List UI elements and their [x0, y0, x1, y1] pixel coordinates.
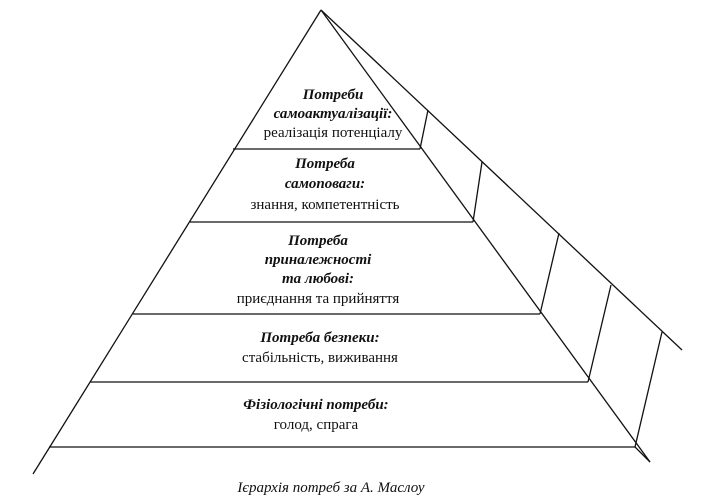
side-line-2 — [472, 161, 483, 223]
pyramid-base-side — [634, 446, 651, 463]
tier-2-title-line-2: самоповаги: — [285, 176, 365, 192]
tier-esteem: Потреба самоповаги: знання, компетентніс… — [250, 156, 399, 213]
side-line-4 — [587, 284, 612, 383]
tier-3-description: приєднання та прийняття — [237, 291, 400, 307]
side-line-3 — [539, 232, 560, 315]
tier-separators — [90, 148, 588, 383]
tier-3-title-line-2: приналежності — [265, 252, 372, 268]
tier-3-title-line-1: Потреба — [287, 233, 348, 249]
side-line-1 — [419, 109, 429, 150]
tier-5-title: Фізіологічні потреби: — [243, 397, 388, 413]
tier-5-description: голод, спрага — [274, 417, 359, 433]
tier-2-title-line-1: Потреба — [294, 156, 355, 172]
tier-1-description: реалізація потенціалу — [264, 125, 403, 141]
tier-physiological: Фізіологічні потреби: голод, спрага — [243, 397, 388, 433]
tier-2-description: знання, компетентність — [250, 197, 399, 213]
tier-self-actualization: Потреби самоактуалізації: реалізація пот… — [264, 87, 403, 141]
tier-1-title-line-2: самоактуалізації: — [274, 106, 393, 122]
tier-3-title-line-3: та любові: — [282, 271, 354, 287]
pyramid-back-right-edge — [320, 9, 683, 351]
pyramid-front-right-edge — [320, 9, 651, 463]
pyramid-left-edge — [32, 9, 322, 475]
figure-caption: Ієрархія потреб за А. Маслоу — [236, 480, 424, 496]
tier-belonging: Потреба приналежності та любові: приєдна… — [237, 233, 400, 307]
tier-4-title: Потреба безпеки: — [259, 330, 379, 346]
tier-1-title-line-1: Потреби — [302, 87, 364, 103]
side-face-lines — [419, 109, 663, 448]
side-line-5 — [634, 331, 663, 448]
tier-safety: Потреба безпеки: стабільність, виживання — [242, 330, 398, 366]
tier-4-description: стабільність, виживання — [242, 350, 398, 366]
pyramid-outline — [32, 9, 683, 475]
